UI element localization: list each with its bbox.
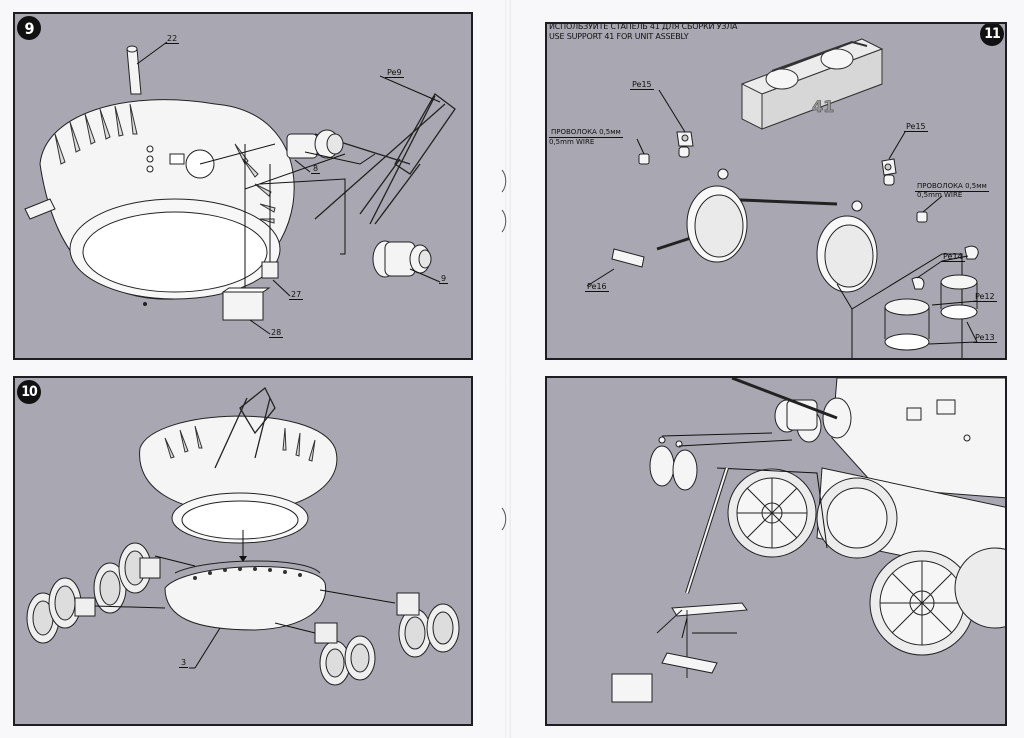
part-pe15-right bbox=[881, 158, 897, 186]
step-11-panel: ИСПОЛЬЗУЙТЕ СТАПЕЛЬ 41 ДЛЯ СБОРКИ УЗЛА U… bbox=[545, 22, 1007, 360]
staple-mark-top bbox=[501, 169, 507, 193]
part-28 bbox=[221, 287, 271, 321]
part-9 bbox=[372, 240, 432, 278]
support-number: 41 bbox=[812, 97, 834, 116]
lander-body bbox=[39, 99, 295, 300]
step-9-illustration bbox=[24, 41, 456, 335]
staple-mark-middle bbox=[501, 209, 507, 233]
wheel-front-right bbox=[869, 547, 1005, 656]
label-part-3: 3 bbox=[179, 658, 189, 668]
step-12-panel: 12 bbox=[545, 376, 1007, 726]
part-3 bbox=[164, 560, 327, 631]
lamp-detail-left bbox=[884, 276, 930, 351]
label-wire-right-en: 0,5mm WIRE bbox=[917, 191, 963, 199]
part-pe15-left bbox=[676, 131, 694, 158]
wheel-set-right bbox=[314, 592, 460, 686]
step-12-illustration bbox=[611, 378, 1005, 703]
label-part-28: 28 bbox=[269, 328, 284, 338]
step-10-panel: 10 bbox=[13, 376, 473, 726]
antenna-assembly bbox=[611, 602, 748, 703]
support-41 bbox=[740, 38, 884, 130]
label-wire-right-ru: ПРОВОЛОКА 0,5мм bbox=[915, 182, 989, 192]
step-9-badge: 9 bbox=[17, 16, 41, 40]
step-9-panel: 9 bbox=[13, 12, 473, 360]
step-10-illustration bbox=[26, 386, 460, 686]
label-part-22: 22 bbox=[165, 34, 180, 44]
wheel-rear bbox=[816, 477, 898, 559]
wheel-set-left bbox=[26, 542, 161, 644]
part-22 bbox=[126, 45, 142, 95]
wheel-front-left bbox=[727, 468, 817, 558]
step-11-illustration: 41 bbox=[586, 38, 979, 358]
label-pe14: Pe14 bbox=[941, 252, 965, 262]
label-wire-left-en: 0,5mm WIRE bbox=[549, 138, 595, 146]
lamp-assembly bbox=[656, 168, 878, 293]
step-11-badge: 11 bbox=[980, 24, 1004, 46]
step-11-header-ru: ИСПОЛЬЗУЙТЕ СТАПЕЛЬ 41 ДЛЯ СБОРКИ УЗЛА bbox=[549, 22, 738, 31]
label-pe15-left: Pe15 bbox=[630, 80, 654, 90]
step-11-header-en: USE SUPPORT 41 FOR UNIT ASSEBLY bbox=[549, 32, 689, 41]
wire-piece-right bbox=[916, 211, 928, 223]
wire-piece-left bbox=[638, 153, 650, 165]
label-pe13: Pe13 bbox=[973, 333, 997, 343]
page-spine bbox=[505, 0, 511, 738]
side-antenna bbox=[24, 198, 56, 220]
radiator-fins bbox=[54, 103, 276, 224]
label-pe16: Pe16 bbox=[585, 282, 609, 292]
lamp-detail-right bbox=[940, 245, 979, 320]
label-part-27: 27 bbox=[289, 290, 304, 300]
label-part-pe9: Pe9 bbox=[385, 68, 404, 78]
part-pe16 bbox=[611, 248, 645, 268]
part-pe9 bbox=[314, 93, 456, 225]
part-8 bbox=[286, 129, 344, 159]
label-part-9: 9 bbox=[439, 274, 449, 284]
label-part-8: 8 bbox=[311, 164, 321, 174]
side-lamps bbox=[649, 436, 698, 491]
label-pe12: Pe12 bbox=[973, 292, 997, 302]
part-27 bbox=[261, 261, 279, 279]
label-pe15-right: Pe15 bbox=[904, 122, 928, 132]
step-10-badge: 10 bbox=[17, 380, 41, 404]
staple-mark-bottom bbox=[501, 507, 507, 531]
label-wire-left-ru: ПРОВОЛОКА 0,5мм bbox=[549, 128, 623, 138]
